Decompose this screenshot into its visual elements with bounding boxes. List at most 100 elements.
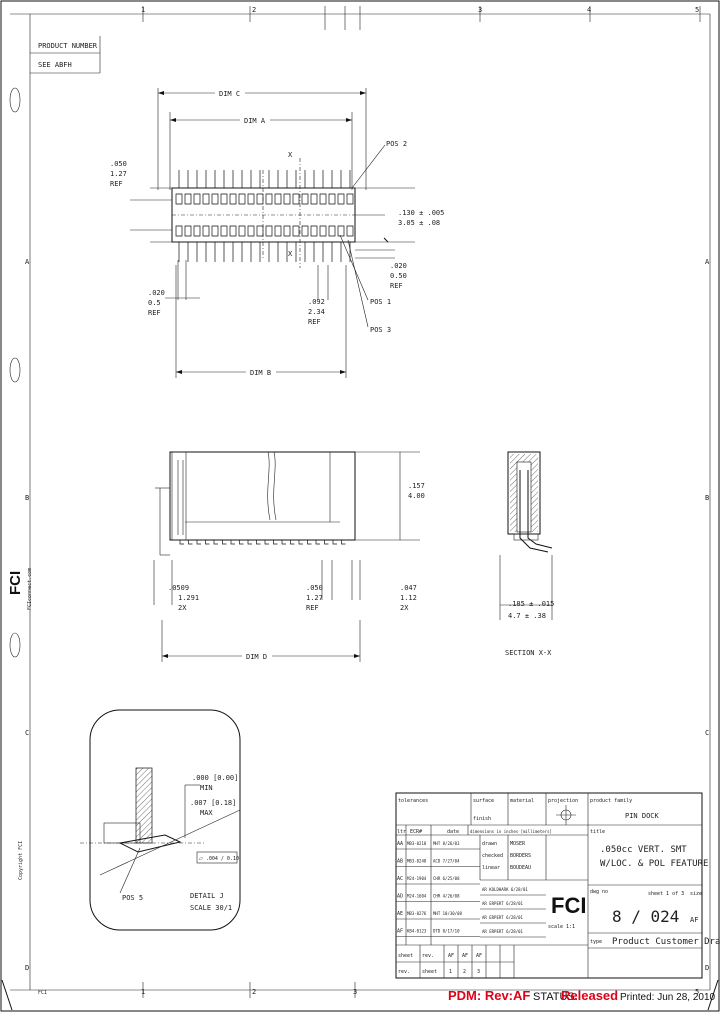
material-label: material — [510, 798, 534, 804]
pin-pad-top — [193, 193, 201, 205]
zone-row-right: D — [705, 964, 709, 972]
status-value: Released — [561, 988, 618, 1003]
rev-header-dims: dimensions in inches [millimeters] — [470, 829, 552, 834]
zone-row-left: A — [25, 258, 30, 266]
dim-020-left-line1: .020 — [148, 289, 165, 297]
punch-holes — [9, 87, 21, 658]
dim-130-line1: .130 ± .005 — [398, 209, 444, 217]
size-label: size — [690, 891, 702, 897]
front-lead — [298, 540, 303, 545]
surface-label: surface — [473, 798, 494, 804]
pin-pad-bottom — [337, 225, 345, 237]
detail-flatness: ⏥ .004 / 0.10 — [199, 856, 239, 862]
dim-a: DIM A — [244, 117, 266, 125]
pin-pad-top — [337, 193, 345, 205]
front-lead — [256, 540, 261, 545]
revision-date: DTD 8/17/10 — [433, 929, 460, 934]
dim-0509-line2: 1.291 — [178, 594, 199, 602]
front-lead — [247, 540, 252, 545]
pin-pad-bottom — [211, 225, 219, 237]
front-lead — [315, 540, 320, 545]
approver-row: AR KOLDHARK 6/28/01 — [482, 887, 528, 892]
revision-date: ACD 7/27/04 — [433, 859, 460, 864]
dim-130-line2: 3.05 ± .08 — [398, 219, 440, 227]
zone-row-left: C — [25, 729, 29, 737]
dim-047-line2: 1.12 — [400, 594, 417, 602]
detail-j: .000 [0.00] MIN .007 [0.18] MAX ⏥ .004 /… — [80, 709, 241, 931]
title-label: title — [590, 829, 605, 835]
pos1-label: POS 1 — [370, 298, 391, 306]
zone-col-top: 2 — [252, 6, 256, 14]
pin-pad-bottom — [319, 225, 327, 237]
surface-value: finish — [473, 816, 491, 822]
pin-pad-top — [211, 193, 219, 205]
fci-logo: FCI — [551, 893, 586, 918]
front-lead — [332, 540, 337, 545]
pin-pad-top — [184, 193, 192, 205]
pin-pad-bottom — [175, 225, 183, 237]
type-value: Product Customer Drawing — [612, 937, 720, 947]
pin-pad-top — [283, 193, 291, 205]
pin-pad-bottom — [328, 225, 336, 237]
pin-pad-top — [256, 193, 264, 205]
footer-right-digit: 5 — [695, 988, 699, 996]
revision-ltr: AF — [397, 929, 403, 935]
approval-name: BORDERS — [510, 853, 531, 859]
sheet-value: 3 — [477, 969, 480, 975]
revision-ltr: AD — [397, 894, 403, 900]
rev-value: AF — [462, 953, 468, 959]
dim-0509-line1: .0509 — [168, 584, 189, 592]
approver-row: AR ERPERT 6/28/01 — [482, 901, 524, 906]
dim-050-line1: .050 — [110, 160, 127, 168]
projection-symbol — [556, 805, 576, 825]
zone-row-right: C — [705, 729, 709, 737]
pin-pad-top — [346, 193, 354, 205]
dim-020-right-line2: 0.50 — [390, 272, 407, 280]
approval-role: checked — [482, 853, 503, 859]
revision-ltr: AA — [397, 841, 403, 847]
zone-col-top: 3 — [478, 6, 482, 14]
brand-logo-vertical: FCI — [7, 571, 24, 595]
front-lead — [324, 540, 329, 545]
front-lead — [222, 540, 227, 545]
zone-row-right: A — [705, 258, 710, 266]
pin-pad-bottom — [346, 225, 354, 237]
product-family-value: PIN DOCK — [625, 812, 660, 820]
dim-185-line2: 4.7 ± .38 — [508, 612, 546, 620]
front-lead — [281, 540, 286, 545]
pin-pad-bottom — [220, 225, 228, 237]
pin-pad-top — [274, 193, 282, 205]
dim-020-right-line1: .020 — [390, 262, 407, 270]
front-lead — [341, 540, 346, 545]
front-lead — [239, 540, 244, 545]
pin-pad-top — [328, 193, 336, 205]
dim-0509-line3: 2X — [178, 604, 187, 612]
section-mark-top: X — [288, 151, 293, 159]
front-lead — [196, 540, 201, 545]
rev-header-ltr: ltr — [397, 829, 406, 835]
pin-pad-top — [220, 193, 228, 205]
pin-pad-bottom — [274, 225, 282, 237]
pin-pad-top — [238, 193, 246, 205]
revision-ltr: AE — [397, 911, 403, 917]
pin-pad-bottom — [310, 225, 318, 237]
detail-pos: POS 5 — [122, 894, 143, 902]
front-lead — [179, 540, 184, 545]
section-view: .185 ± .015 4.7 ± .38 SECTION X-X — [499, 451, 554, 657]
sheet-row-label: sheet — [398, 953, 413, 959]
printed-date: Printed: Jun 28, 2010 — [620, 992, 716, 1003]
zone-labels: 1 2 3 4 5 1 2 3 A B C D A B C D — [25, 6, 710, 996]
dim-047-line3: 2X — [400, 604, 409, 612]
fci-logo-text: FCI — [551, 893, 586, 918]
brand-url: FCIconnect.com — [27, 568, 33, 610]
detail-d007-line2: MAX — [200, 809, 213, 817]
dim-092-line3: REF — [308, 318, 321, 326]
section-mark-bottom: X — [288, 250, 293, 258]
revision-ecr: MB3-0248 — [407, 859, 427, 864]
title-line1: .050cc VERT. SMT — [600, 845, 687, 855]
revision-ecr: KB4-0123 — [407, 929, 427, 934]
pin-leads — [178, 170, 351, 262]
product-number-value: SEE ABFH — [38, 61, 72, 69]
